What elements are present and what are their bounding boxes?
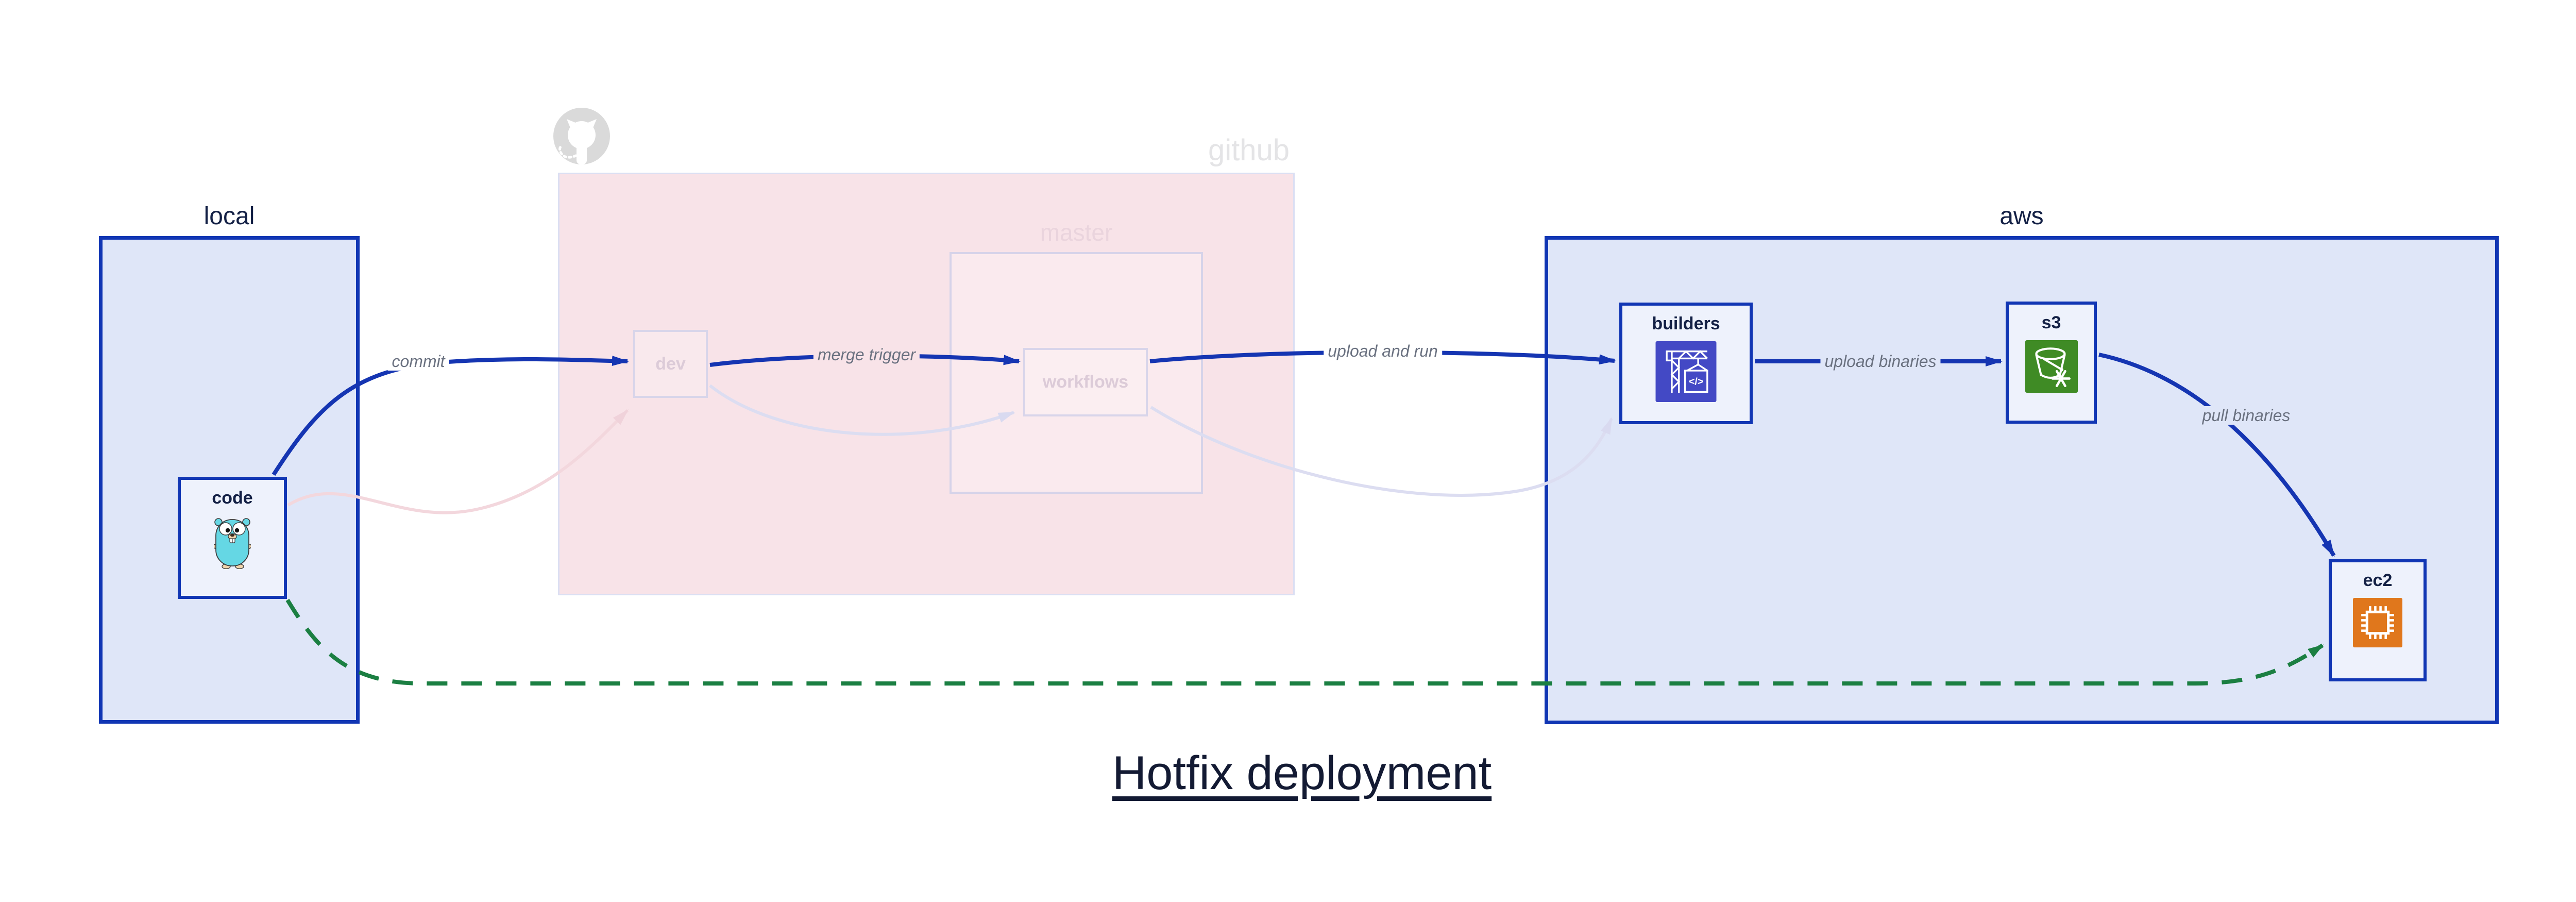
- node-s3: s3: [2006, 302, 2097, 424]
- node-ec2: ec2: [2329, 559, 2427, 681]
- node-code-label: code: [212, 488, 253, 508]
- node-s3-label: s3: [2041, 313, 2061, 332]
- node-builders-label: builders: [1652, 314, 1720, 333]
- edge-label-merge-trigger: merge trigger: [813, 345, 920, 364]
- s3-glacier-bucket-icon: [2025, 340, 2078, 395]
- codebuild-crane-icon: </>: [1655, 341, 1717, 405]
- diagram-title: Hotfix deployment: [1112, 747, 1492, 799]
- node-code: code: [178, 477, 287, 599]
- aws-cluster-label: aws: [1999, 203, 2044, 230]
- ec2-chip-icon: [2353, 598, 2402, 650]
- github-octocat-icon: [553, 108, 610, 167]
- edge-label-upload-and-run: upload and run: [1324, 342, 1442, 360]
- node-ec2-label: ec2: [2363, 571, 2393, 590]
- node-dev: dev: [633, 330, 708, 398]
- node-builders: builders </>: [1619, 303, 1753, 424]
- node-workflows: workflows: [1023, 348, 1148, 416]
- edge-label-pull-binaries: pull binaries: [2198, 406, 2295, 425]
- github-cluster-box: [558, 173, 1295, 595]
- edge-label-commit: commit: [387, 352, 449, 371]
- node-workflows-label: workflows: [1042, 372, 1129, 392]
- master-cluster-label: master: [1040, 219, 1113, 246]
- edge-label-upload-binaries: upload binaries: [1820, 352, 1941, 371]
- local-cluster-label: local: [204, 203, 255, 230]
- go-gopher-icon: [213, 515, 252, 572]
- codebuild-code-glyph: </>: [1689, 376, 1703, 388]
- node-dev-label: dev: [655, 354, 686, 374]
- github-cluster-label: github: [1208, 133, 1290, 167]
